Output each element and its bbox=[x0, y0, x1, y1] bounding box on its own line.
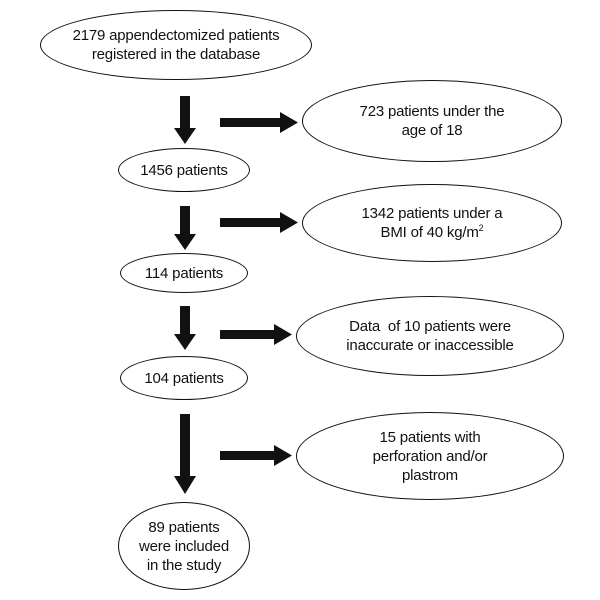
node-included-patients-label: 89 patients were included in the study bbox=[139, 518, 229, 574]
right-arrow-1 bbox=[220, 112, 298, 133]
exclusion-age: 723 patients under the age of 18 bbox=[302, 80, 562, 162]
node-included-patients: 89 patients were included in the study bbox=[118, 502, 250, 590]
right-arrow-2 bbox=[220, 212, 298, 233]
node-registered-patients-label: 2179 appendectomized patients registered… bbox=[72, 27, 280, 63]
exclusion-bmi-label: 1342 patients under a BMI of 40 kg/m2 bbox=[341, 204, 523, 242]
down-arrow-1 bbox=[174, 96, 196, 144]
node-registered-patients: 2179 appendectomized patients registered… bbox=[40, 10, 312, 80]
node-1456-patients-label: 1456 patients bbox=[140, 161, 228, 179]
node-114-patients-label: 114 patients bbox=[144, 264, 224, 282]
node-114-patients: 114 patients bbox=[120, 253, 248, 293]
right-arrow-4 bbox=[220, 445, 292, 466]
node-1456-patients: 1456 patients bbox=[118, 148, 250, 192]
node-104-patients-label: 104 patients bbox=[144, 369, 224, 387]
exclusion-data-label: Data of 10 patients were inaccurate or i… bbox=[346, 318, 515, 354]
exclusion-bmi: 1342 patients under a BMI of 40 kg/m2 bbox=[302, 184, 562, 262]
exclusion-perforation-label: 15 patients with perforation and/or plas… bbox=[372, 428, 488, 484]
right-arrow-3 bbox=[220, 324, 292, 345]
exclusion-age-label: 723 patients under the age of 18 bbox=[359, 103, 505, 139]
down-arrow-4 bbox=[174, 414, 196, 494]
exclusion-bmi-text: 1342 patients under a BMI of 40 kg/m bbox=[361, 205, 503, 241]
down-arrow-2 bbox=[174, 206, 196, 250]
exclusion-data: Data of 10 patients were inaccurate or i… bbox=[296, 296, 564, 376]
exclusion-bmi-superscript: 2 bbox=[478, 223, 484, 233]
down-arrow-3 bbox=[174, 306, 196, 350]
exclusion-perforation: 15 patients with perforation and/or plas… bbox=[296, 412, 564, 500]
node-104-patients: 104 patients bbox=[120, 356, 248, 400]
